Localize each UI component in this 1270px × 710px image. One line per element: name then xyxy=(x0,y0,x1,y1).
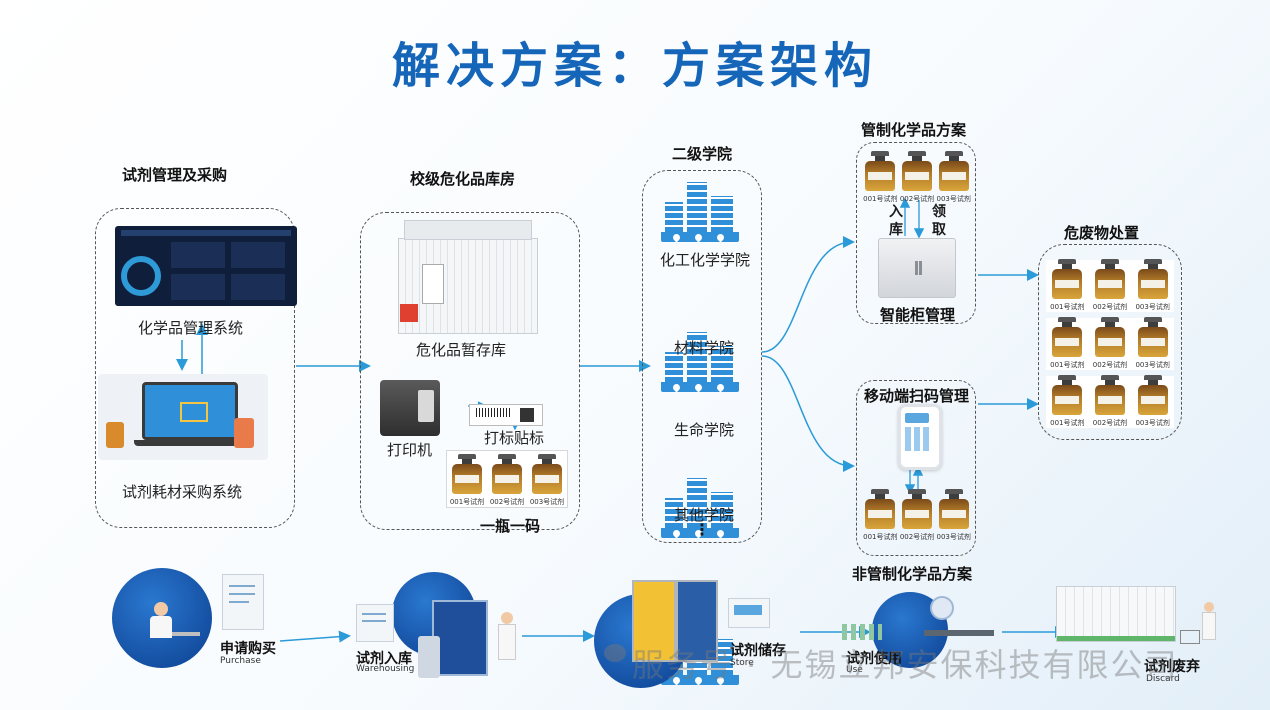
printer-icon xyxy=(380,380,440,436)
controlled-box xyxy=(856,142,976,324)
document-icon xyxy=(222,574,264,630)
bottle-icon xyxy=(106,422,124,448)
bottle-row: 001号试剂 002号试剂 003号试剂 xyxy=(862,151,972,204)
more-ellipsis: ⋮ xyxy=(694,520,710,539)
step-sublabel: Purchase xyxy=(220,656,261,666)
barcode-label-icon xyxy=(469,404,543,426)
college-item: 其他学院 xyxy=(674,506,735,524)
step-label: 试剂储存 xyxy=(730,643,786,659)
step-sublabel: Store xyxy=(730,658,754,668)
tag-label: 打标贴标 xyxy=(484,429,545,447)
in-label: 入库 xyxy=(889,204,903,238)
college-heading: 二级学院 xyxy=(672,145,733,163)
storage-locker-icon xyxy=(432,600,488,676)
watermark: 服务号 · 无锡立邦安保科技有限公司 xyxy=(632,646,1179,684)
step-sublabel: Use xyxy=(846,665,863,675)
monitor-icon xyxy=(728,598,770,628)
reagent-bottle: 003号试剂 xyxy=(1133,375,1173,428)
phone-icon xyxy=(898,404,942,470)
store-label: 危化品暂存库 xyxy=(416,341,507,359)
step-label: 试剂入库 xyxy=(356,651,412,667)
step-label: 试剂使用 xyxy=(846,651,902,667)
bottle-row: 001号试剂 002号试剂 003号试剂 xyxy=(1046,317,1174,370)
cabinet-label: 智能柜管理 xyxy=(880,306,956,324)
reagent-bottle: 001号试剂 xyxy=(862,151,899,204)
donut-chart-icon xyxy=(121,256,161,296)
bottle-row: 001号试剂 002号试剂 003号试剂 xyxy=(862,489,972,542)
warehouse-box xyxy=(360,212,580,530)
out-label: 领取 xyxy=(932,204,946,238)
building-icon xyxy=(661,476,739,539)
chem-system-label: 化学品管理系统 xyxy=(138,319,244,337)
warehouse-heading: 校级危化品库房 xyxy=(410,170,516,188)
building-icon xyxy=(661,330,739,393)
reagent-bottle: 003号试剂 xyxy=(1133,259,1173,312)
college-item: 生命学院 xyxy=(674,421,735,439)
reagent-bottle: 001号试剂 xyxy=(447,454,487,507)
reagent-bottle: 002号试剂 xyxy=(899,489,936,542)
waste-heading: 危废物处置 xyxy=(1064,224,1140,242)
step-label: 申请购买 xyxy=(220,641,276,657)
waste-box xyxy=(1038,244,1182,440)
code-label: 一瓶一码 xyxy=(480,517,541,535)
document-icon xyxy=(356,604,394,642)
printer-label: 打印机 xyxy=(387,441,433,459)
purchase-system-label: 试剂耗材采购系统 xyxy=(122,483,243,501)
step-sublabel: Warehousing xyxy=(356,664,415,674)
reagent-bottle: 003号试剂 xyxy=(1133,317,1173,370)
step-label: 试剂废弃 xyxy=(1144,659,1200,675)
bottle-row: 001号试剂 002号试剂 003号试剂 xyxy=(1046,259,1174,312)
college-box xyxy=(642,170,762,543)
reagent-bottle: 001号试剂 xyxy=(862,489,899,542)
dashboard-screenshot xyxy=(115,226,297,306)
person-icon xyxy=(498,612,516,672)
bottle-row: 001号试剂 002号试剂 003号试剂 xyxy=(1046,375,1174,428)
step-sublabel: Discard xyxy=(1146,674,1180,684)
smart-cabinet-image xyxy=(878,238,956,298)
person-at-desk-icon xyxy=(142,602,200,648)
storage-container-image xyxy=(398,220,538,335)
cart-icon xyxy=(180,402,208,422)
reagent-bottle: 002号试剂 xyxy=(1090,317,1130,370)
procurement-box xyxy=(95,208,295,528)
reagent-cabinet-icon xyxy=(632,580,720,662)
reagent-bottle: 001号试剂 xyxy=(1047,317,1087,370)
bottle-row: 001号试剂 002号试剂 003号试剂 xyxy=(446,450,568,508)
procurement-heading: 试剂管理及采购 xyxy=(122,166,228,184)
reagent-bottle: 003号试剂 xyxy=(935,151,972,204)
waste-container-image xyxy=(1056,586,1176,642)
reagent-bottle: 002号试剂 xyxy=(1090,259,1130,312)
mobile-heading: 移动端扫码管理 xyxy=(864,387,970,405)
building-icon xyxy=(661,180,739,243)
kiosk-icon xyxy=(418,636,440,678)
person-with-cart-icon xyxy=(1180,602,1222,652)
non-controlled-label: 非管制化学品方案 xyxy=(852,565,973,583)
glassware-icon xyxy=(842,624,882,640)
mobile-box xyxy=(856,380,976,556)
reagent-bottle: 001号试剂 xyxy=(1047,375,1087,428)
college-item: 化工化学学院 xyxy=(660,251,751,269)
controlled-heading: 管制化学品方案 xyxy=(861,121,967,139)
lab-bench-icon xyxy=(924,596,994,648)
bottle-icon xyxy=(234,418,254,448)
reagent-bottle: 003号试剂 xyxy=(935,489,972,542)
purchase-illustration xyxy=(98,374,268,460)
reagent-bottle: 003号试剂 xyxy=(527,454,567,507)
reagent-bottle: 002号试剂 xyxy=(899,151,936,204)
college-item: 材料学院 xyxy=(674,339,735,357)
reagent-bottle: 002号试剂 xyxy=(487,454,527,507)
reagent-bottle: 002号试剂 xyxy=(1090,375,1130,428)
reagent-bottle: 001号试剂 xyxy=(1047,259,1087,312)
chat-icon xyxy=(604,644,626,662)
page-title: 解决方案：方案架构 xyxy=(391,38,878,94)
